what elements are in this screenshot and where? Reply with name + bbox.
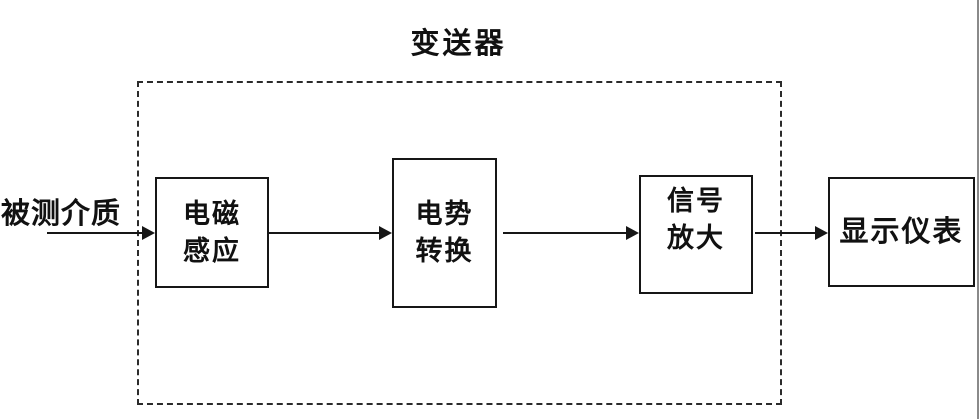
box-label-line: 感应 xyxy=(183,235,241,266)
flow-arrow-1 xyxy=(267,226,392,240)
box-label-line: 转换 xyxy=(415,236,474,266)
transmitter-boundary xyxy=(137,81,782,405)
box-electromagnetic-induction: 电磁 感应 xyxy=(155,177,269,288)
box-label-line: 电磁 xyxy=(183,198,241,229)
arrowhead-icon xyxy=(626,226,639,240)
box-potential-conversion: 电势 转换 xyxy=(392,158,497,308)
transmitter-title: 变送器 xyxy=(410,28,507,60)
arrowhead-icon xyxy=(379,226,392,240)
measured-medium-label: 被测介质 xyxy=(1,198,122,230)
box-label: 显示仪表 xyxy=(839,215,964,248)
box-label-line: 信号 xyxy=(667,186,725,216)
arrow-shaft xyxy=(47,232,143,234)
flow-arrow-output xyxy=(755,226,828,240)
arrowhead-icon xyxy=(815,226,828,240)
box-label-line: 电势 xyxy=(415,199,474,229)
flow-arrow-input xyxy=(47,226,155,240)
arrow-shaft xyxy=(267,232,380,234)
arrowhead-icon xyxy=(142,226,155,240)
arrow-shaft xyxy=(755,232,816,234)
box-display-instrument: 显示仪表 xyxy=(828,177,975,287)
scan-edge-artifact xyxy=(977,0,979,419)
box-signal-amplification: 信号 放大 xyxy=(639,175,753,294)
arrow-shaft xyxy=(503,232,627,234)
box-label-line: 放大 xyxy=(667,223,725,253)
flow-arrow-2 xyxy=(503,226,639,240)
